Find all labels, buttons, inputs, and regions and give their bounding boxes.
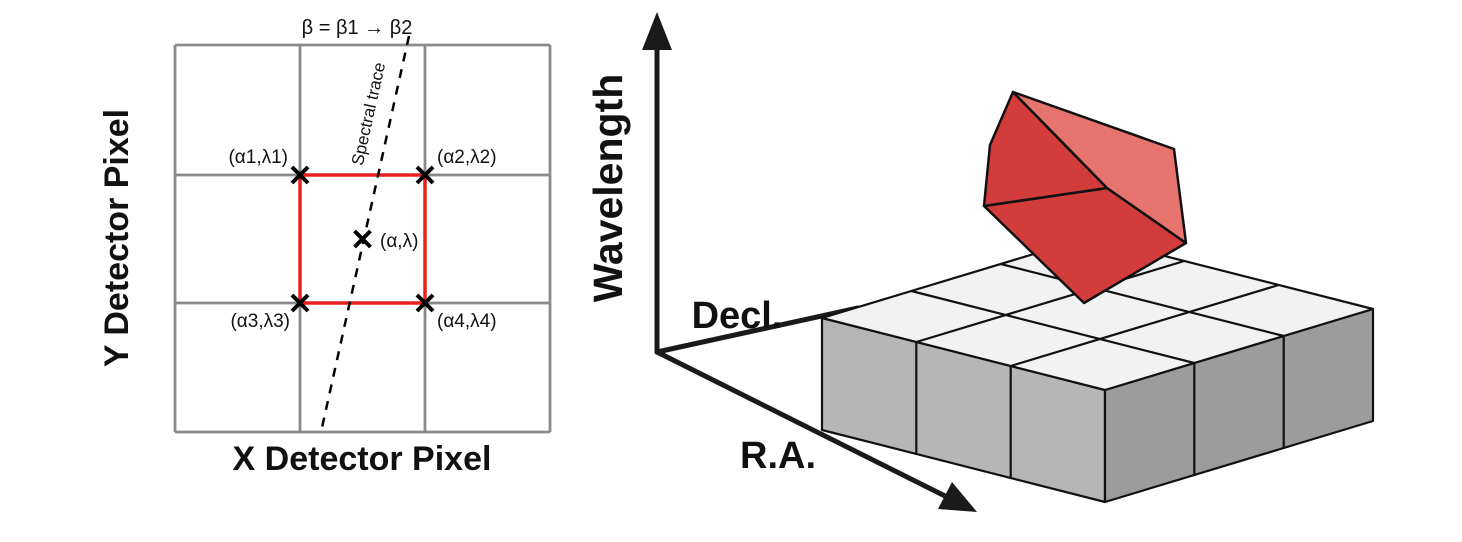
wavelength-axis-arrowhead: [642, 12, 672, 50]
corner-label-top-right: (α2,λ2): [437, 147, 497, 168]
slab-grid-lines: [911, 259, 1285, 478]
spaxel-slab: [820, 235, 1375, 504]
center-point-label: (α,λ): [380, 231, 418, 252]
corner-label-top-left: (α1,λ1): [228, 147, 288, 168]
corner-label-bottom-left: (α3,λ3): [230, 311, 290, 332]
pixel-highlight-box: [298, 173, 427, 305]
pixel-corner-markers: [290, 165, 435, 313]
spectral-trace-label: Spectral trace: [348, 61, 389, 168]
beta-range-label: β = β1 → β2: [302, 17, 413, 39]
wavelength-axis-label: Wavelength: [585, 74, 631, 303]
voxel-cube: [982, 90, 1188, 305]
ra-axis-line: [654, 349, 948, 499]
datacube-panel: Wavelength Decl. R.A.: [585, 12, 1375, 512]
decl-axis-line: [654, 305, 861, 355]
x-axis-label: X Detector Pixel: [233, 440, 492, 478]
corner-label-bottom-right: (α4,λ4): [437, 311, 497, 332]
ra-axis-arrowhead: [938, 482, 977, 512]
voxel-face-top-right: [1011, 90, 1188, 245]
y-axis-label: Y Detector Pixel: [98, 109, 136, 367]
ra-axis-label: R.A.: [740, 435, 816, 477]
decl-axis-label: Decl.: [692, 295, 783, 337]
detector-panel: β = β1 → β2 Spectral trace (α1,λ1) (α2,λ…: [98, 17, 552, 478]
cube-axes: [642, 12, 977, 512]
